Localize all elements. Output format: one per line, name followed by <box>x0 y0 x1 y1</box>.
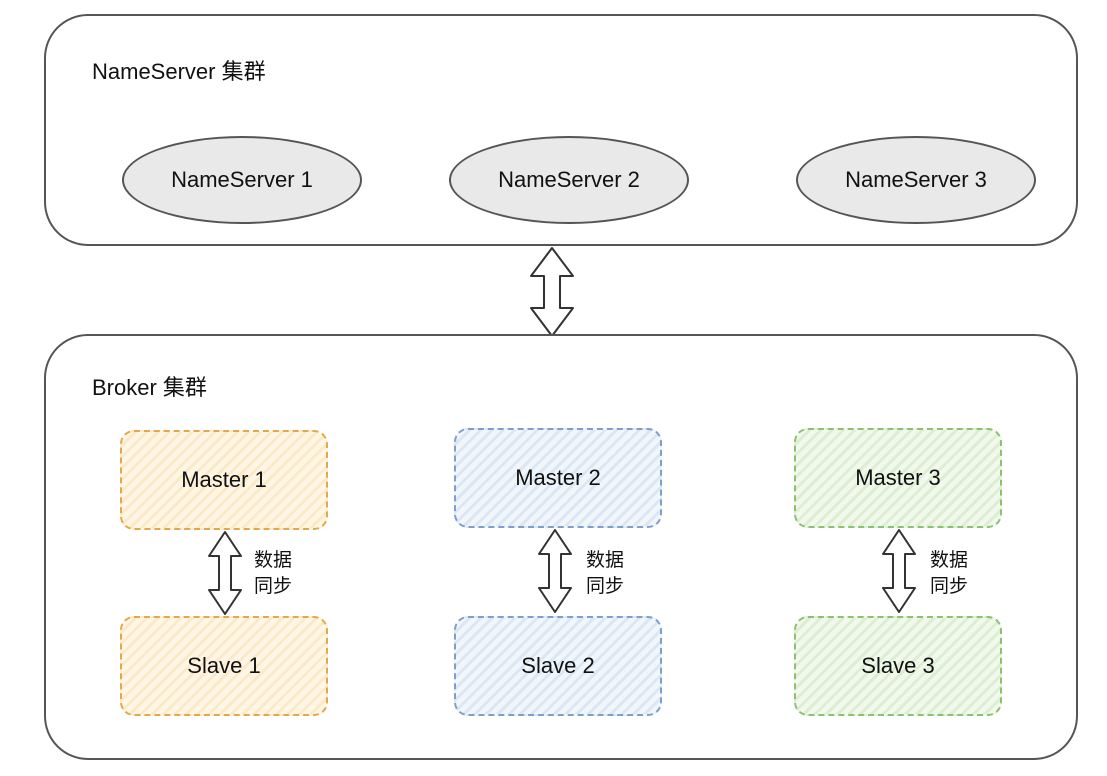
nameserver-node-1: NameServer 1 <box>122 136 362 224</box>
master-node-1: Master 1 <box>120 430 328 530</box>
sync-label-1: 数据 同步 <box>254 548 294 600</box>
sync-double-arrow-icon-1 <box>208 531 242 615</box>
master-node-2: Master 2 <box>454 428 662 528</box>
nameserver-node-3: NameServer 3 <box>796 136 1036 224</box>
nameserver-cluster: NameServer 集群 NameServer 1 NameServer 2 … <box>44 14 1078 246</box>
nameserver-cluster-title: NameServer 集群 <box>92 59 266 84</box>
sync-label-line2: 同步 <box>254 576 293 597</box>
cluster-link-double-arrow-icon <box>530 247 574 337</box>
nameserver-node-2: NameServer 2 <box>449 136 689 224</box>
sync-label-line1: 数据 <box>586 550 625 571</box>
slave-node-3: Slave 3 <box>794 616 1002 716</box>
sync-double-arrow-icon-3 <box>882 529 916 613</box>
sync-label-3: 数据 同步 <box>930 548 970 600</box>
broker-cluster: Broker 集群 Master 1 数据 同步 Slave 1 Master … <box>44 334 1078 760</box>
sync-label-2: 数据 同步 <box>586 548 626 600</box>
slave-node-1: Slave 1 <box>120 616 328 716</box>
sync-label-line2: 同步 <box>586 576 625 597</box>
sync-label-line2: 同步 <box>930 576 969 597</box>
broker-cluster-title: Broker 集群 <box>92 375 207 400</box>
sync-label-line1: 数据 <box>930 550 969 571</box>
sync-label-line1: 数据 <box>254 550 293 571</box>
sync-double-arrow-icon-2 <box>538 529 572 613</box>
master-node-3: Master 3 <box>794 428 1002 528</box>
slave-node-2: Slave 2 <box>454 616 662 716</box>
